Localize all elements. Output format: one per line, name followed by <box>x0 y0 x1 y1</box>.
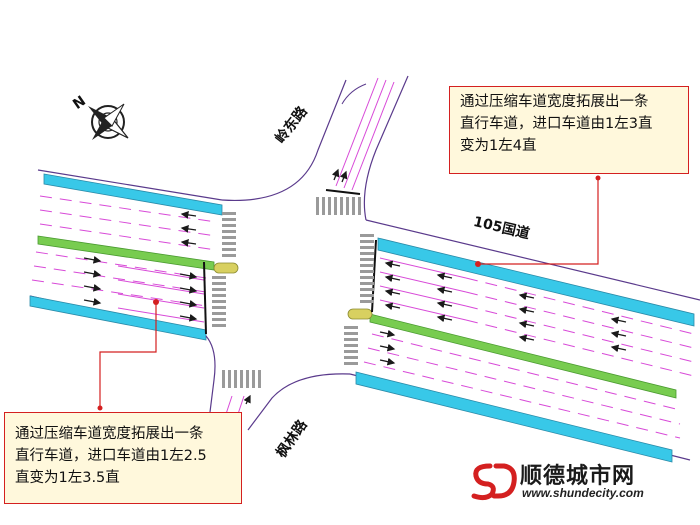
south-crosswalk <box>222 370 261 388</box>
east-crosswalk <box>344 234 374 365</box>
logo-name: 顺德城市网 <box>520 464 636 489</box>
callout-right-line-3: 变为1左4直 <box>460 138 537 154</box>
south-approach <box>205 335 351 431</box>
callout-right-line-2: 直行车道，进口车道由1左3直 <box>460 116 653 132</box>
callout-left-line-3: 直变为1左3.5直 <box>15 470 120 486</box>
east-curb-top <box>377 237 695 327</box>
east-median <box>369 313 677 399</box>
logo-url: www.shundecity.com <box>522 486 644 500</box>
north-crosswalk <box>316 197 361 215</box>
leader-right <box>478 176 599 265</box>
north-approach <box>221 75 409 221</box>
west-approach <box>29 169 239 341</box>
west-road-edge-top <box>37 169 223 201</box>
east-approach <box>344 219 700 463</box>
callout-left-line-1: 通过压缩车道宽度拓展出一条 <box>15 426 204 442</box>
east-curb-bottom <box>355 371 673 463</box>
leader-left <box>99 302 157 410</box>
west-crosswalk <box>212 212 236 327</box>
compass-icon: N <box>70 93 129 140</box>
callout-left: 通过压缩车道宽度拓展出一条 直行车道，进口车道由1左2.5 直变为1左3.5直 <box>4 412 242 504</box>
east-median-nose <box>347 308 373 320</box>
west-curb-top <box>43 173 223 216</box>
west-median-nose <box>213 262 239 274</box>
compass-north-label: N <box>70 93 89 113</box>
callout-right: 通过压缩车道宽度拓展出一条 直行车道，进口车道由1左3直 变为1左4直 <box>449 86 689 174</box>
logo-sd-icon <box>471 463 517 501</box>
site-logo: 顺德城市网 www.shundecity.com <box>470 458 680 506</box>
callout-leaders <box>97 175 601 411</box>
callout-right-line-1: 通过压缩车道宽度拓展出一条 <box>460 94 649 110</box>
callout-left-line-2: 直行车道，进口车道由1左2.5 <box>15 448 207 464</box>
west-curb-bottom <box>29 295 207 341</box>
west-median <box>37 235 215 271</box>
